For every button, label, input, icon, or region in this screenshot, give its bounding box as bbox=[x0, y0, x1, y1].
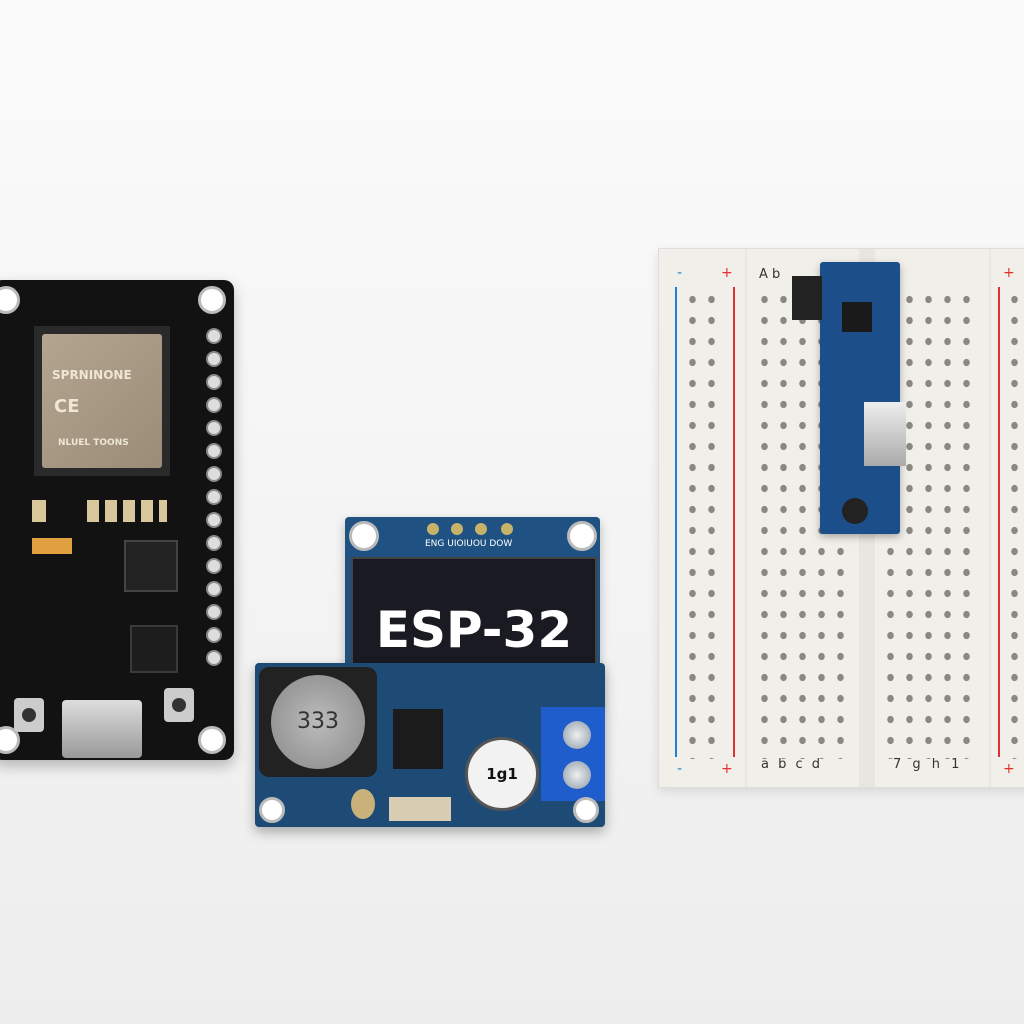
minus-label: - bbox=[677, 265, 683, 281]
potentiometer[interactable] bbox=[351, 789, 375, 819]
power-rail-holes bbox=[1005, 289, 1024, 759]
plus-label: + bbox=[721, 265, 733, 281]
gpio-pin bbox=[206, 443, 222, 459]
gpio-pin bbox=[206, 650, 222, 666]
gpio-pin bbox=[206, 489, 222, 505]
ic-chip bbox=[842, 302, 872, 332]
screw bbox=[563, 721, 591, 749]
ce-mark: CE bbox=[54, 396, 80, 417]
gpio-pin bbox=[206, 604, 222, 620]
mounting-hole bbox=[573, 797, 599, 823]
divider bbox=[745, 249, 747, 787]
micro-usb-port bbox=[62, 700, 142, 758]
esp32-dev-board: SPRNINONE CE NLUEL TOONS bbox=[0, 280, 234, 760]
module-brand: SPRNINONE bbox=[52, 368, 132, 382]
header-pin bbox=[451, 523, 463, 535]
smd-led bbox=[32, 538, 72, 554]
boot-button[interactable] bbox=[14, 698, 44, 732]
gpio-pin bbox=[206, 535, 222, 551]
gpio-pin bbox=[206, 466, 222, 482]
gpio-pin bbox=[206, 558, 222, 574]
header-pin bbox=[475, 523, 487, 535]
rail-line-red bbox=[998, 287, 1000, 757]
divider bbox=[989, 249, 991, 787]
mounting-hole bbox=[0, 726, 20, 754]
gpio-pin bbox=[206, 397, 222, 413]
plus-label: + bbox=[1003, 761, 1015, 777]
esp32-module: SPRNINONE CE NLUEL TOONS bbox=[34, 326, 170, 476]
minus-label: - bbox=[677, 761, 683, 777]
inductor-marking: 333 bbox=[271, 675, 365, 769]
gpio-pin bbox=[206, 374, 222, 390]
usb-port bbox=[864, 402, 906, 466]
plus-label: + bbox=[721, 761, 733, 777]
regulator-chip bbox=[130, 625, 178, 673]
module-shield: SPRNINONE CE NLUEL TOONS bbox=[42, 334, 162, 468]
mounting-hole bbox=[198, 726, 226, 754]
mounting-hole bbox=[198, 286, 226, 314]
plus-label: + bbox=[1003, 265, 1015, 281]
gpio-pin bbox=[206, 581, 222, 597]
mounting-hole bbox=[567, 521, 597, 551]
gpio-pin bbox=[206, 328, 222, 344]
gpio-pin bbox=[206, 627, 222, 643]
module-subtext: NLUEL TOONS bbox=[58, 438, 129, 448]
buck-converter-module: 333 1g1 bbox=[255, 663, 605, 827]
mounting-hole bbox=[0, 286, 20, 314]
screw-terminal bbox=[541, 707, 605, 801]
gpio-pin bbox=[206, 420, 222, 436]
capacitor: 1g1 bbox=[465, 737, 539, 811]
column-labels-top: A b bbox=[759, 267, 781, 282]
gpio-pin bbox=[206, 351, 222, 367]
gpio-pin bbox=[206, 512, 222, 528]
rail-line-red bbox=[733, 287, 735, 757]
power-switch[interactable] bbox=[842, 498, 868, 524]
column-labels-right: 7 g h 1 bbox=[893, 757, 960, 772]
screw bbox=[563, 761, 591, 789]
smd-diode bbox=[389, 797, 451, 821]
rail-line-blue bbox=[675, 287, 677, 757]
column-labels-left: a b c d bbox=[761, 757, 821, 772]
header-pin bbox=[427, 523, 439, 535]
pin-labels: ENG UIOIUOU DOW bbox=[425, 539, 513, 549]
header-pin bbox=[501, 523, 513, 535]
regulator-ic bbox=[393, 709, 443, 769]
mounting-hole bbox=[259, 797, 285, 823]
smd-components bbox=[87, 500, 167, 522]
inductor: 333 bbox=[259, 667, 377, 777]
power-rail-holes bbox=[683, 289, 727, 759]
smd-component bbox=[32, 500, 46, 522]
jumper-header bbox=[792, 276, 822, 320]
usb-uart-chip bbox=[124, 540, 178, 592]
screen-text: ESP-32 bbox=[375, 601, 573, 659]
breadboard-power-module bbox=[792, 262, 906, 534]
reset-button[interactable] bbox=[164, 688, 194, 722]
mounting-hole bbox=[349, 521, 379, 551]
